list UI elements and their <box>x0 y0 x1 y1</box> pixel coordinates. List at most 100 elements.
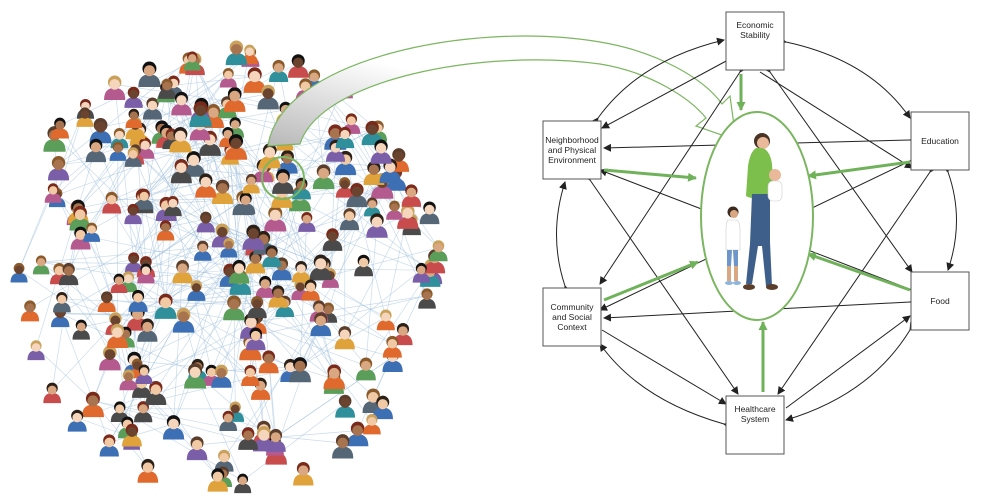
person-avatar <box>386 200 403 220</box>
person-avatar <box>245 250 266 274</box>
cross-arrow <box>785 315 911 409</box>
person-avatar <box>99 434 119 457</box>
factor-label-community: Community <box>551 302 595 312</box>
person-avatar <box>72 319 90 340</box>
person-avatar <box>382 335 402 358</box>
network-edge <box>18 190 54 271</box>
network-edge <box>131 304 235 433</box>
person-avatar <box>363 161 385 185</box>
person-avatar <box>265 428 286 452</box>
network-edge <box>111 151 231 200</box>
person-avatar <box>67 409 87 432</box>
green-arrow <box>807 252 911 292</box>
factor-label-economic: Economic <box>736 20 774 30</box>
person-avatar <box>171 91 192 116</box>
person-avatar <box>223 295 245 321</box>
person-avatar <box>293 462 314 486</box>
network-edge <box>194 60 247 201</box>
person-avatar <box>142 97 163 120</box>
person-avatar <box>241 364 260 387</box>
person-avatar <box>102 191 122 214</box>
person-avatar <box>125 108 143 128</box>
network-people <box>10 40 448 494</box>
person-avatar <box>234 473 252 494</box>
cross-arrow <box>601 329 727 405</box>
network-edge <box>275 430 358 438</box>
network-edge <box>91 151 231 230</box>
person-avatar <box>346 182 368 208</box>
person-avatar <box>83 222 101 242</box>
person-avatar <box>89 118 112 144</box>
person-avatar <box>298 212 316 232</box>
person-avatar <box>225 40 248 66</box>
person-avatar <box>85 138 107 163</box>
social-network-cluster <box>10 40 448 494</box>
network-edge <box>235 143 257 320</box>
person-avatar <box>187 280 206 301</box>
factor-label-neighborhood: and Physical <box>548 145 596 155</box>
network-edge <box>194 372 244 481</box>
network-edge <box>133 259 261 386</box>
network-edge <box>114 84 135 260</box>
network-edge <box>251 322 367 367</box>
person-avatar <box>182 151 205 177</box>
person-avatar <box>245 327 266 351</box>
person-avatar <box>264 206 287 232</box>
person-avatar <box>335 126 355 149</box>
person-avatar <box>334 326 355 350</box>
network-edge <box>117 148 119 333</box>
person-avatar <box>268 285 288 308</box>
network-edge <box>233 304 236 409</box>
factor-label-healthcare: System <box>741 414 769 424</box>
network-edge <box>29 227 166 309</box>
network-edge <box>165 180 252 228</box>
person-avatar <box>412 262 430 283</box>
person-avatar <box>169 126 192 153</box>
person-avatar <box>43 382 62 404</box>
factor-label-community: Context <box>557 322 587 332</box>
person-avatar <box>418 288 436 309</box>
person-avatar <box>170 158 192 184</box>
person-avatar <box>76 107 94 127</box>
person-avatar <box>110 273 128 293</box>
person-avatar <box>145 380 167 405</box>
network-edge <box>51 297 139 391</box>
person-avatar <box>195 173 217 198</box>
network-edge <box>330 247 439 276</box>
network-edge <box>173 244 230 425</box>
network-edge <box>145 143 237 264</box>
person-avatar <box>122 423 142 447</box>
green-arrow <box>603 168 697 182</box>
factor-label-food: Food <box>930 296 950 306</box>
network-edge <box>68 259 134 272</box>
outer-arrow <box>941 164 957 271</box>
person-avatar <box>137 263 155 284</box>
person-avatar <box>269 59 289 82</box>
network-edge <box>202 247 301 367</box>
network-edge <box>281 192 311 288</box>
network-edge <box>173 268 183 425</box>
person-avatar <box>322 228 343 251</box>
factor-label-neighborhood: Environment <box>548 155 596 165</box>
network-edge <box>167 76 255 87</box>
green-arrow <box>603 260 699 302</box>
network-edge <box>245 199 325 266</box>
person-avatar <box>335 177 354 198</box>
person-avatar <box>309 254 332 281</box>
network-edge <box>147 218 207 328</box>
person-avatar <box>376 309 395 331</box>
person-avatar <box>211 179 234 204</box>
network-edge <box>299 269 422 367</box>
outer-arrow <box>778 36 911 119</box>
green-arrow <box>807 160 911 180</box>
person-avatar <box>128 289 148 312</box>
person-avatar <box>242 224 265 250</box>
person-avatar <box>156 220 175 241</box>
person-avatar <box>135 188 154 210</box>
network-edge <box>59 313 110 443</box>
person-avatar <box>356 357 376 381</box>
